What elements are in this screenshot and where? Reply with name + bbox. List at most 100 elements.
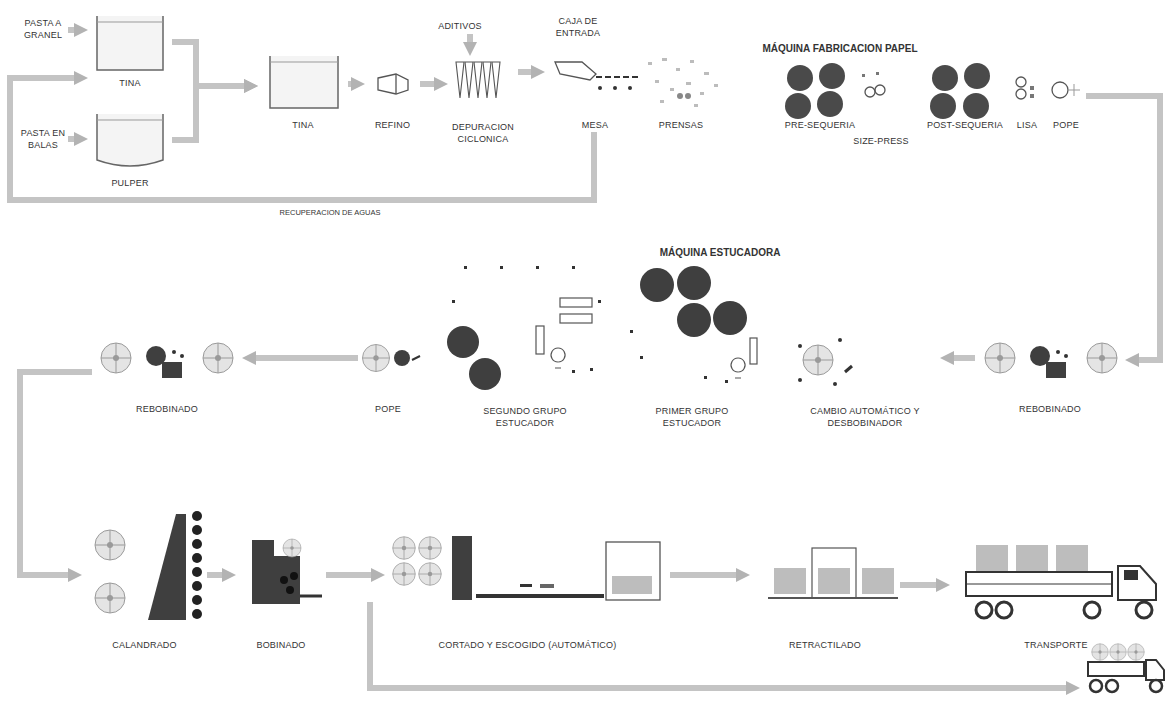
- stage-name: REBOBINADO: [136, 403, 198, 415]
- process-stage: PRIMER GRUPO ESTUCADOR: [622, 262, 762, 430]
- pulper-icon: [97, 114, 163, 166]
- rewinder-icon: [101, 343, 233, 378]
- process-stage: TINA: [88, 10, 172, 90]
- stage-name: PASTA A GRANEL: [20, 17, 66, 41]
- process-stage: REBOBINADO: [975, 330, 1125, 416]
- sheeter-icon: [393, 536, 660, 600]
- stage-name: DEPURACION CICLONICA: [450, 121, 516, 145]
- process-stage: CORTADO Y ESCOGIDO (AUTOMÁTICO): [385, 510, 670, 652]
- stage-label: CALANDRADO: [112, 639, 177, 651]
- stage-label: PASTA A GRANEL: [20, 17, 66, 41]
- stage-label: CORTADO Y ESCOGIDO (AUTOMÁTICO): [439, 639, 617, 651]
- stage-label: MESA: [582, 119, 608, 131]
- flow-arrow: [20, 372, 92, 575]
- stage-name: CALANDRADO: [112, 639, 177, 651]
- stage-name: PASTA EN BALAS: [20, 127, 66, 151]
- stage-name: POPE: [1053, 119, 1079, 131]
- flow-arrow: [326, 572, 371, 578]
- rewinder-icon: [985, 343, 1117, 378]
- process-stage: DEPURACION CICLONICA: [448, 56, 518, 146]
- stage-label: PASTA EN BALAS: [20, 127, 66, 151]
- calender-rolls: [1016, 77, 1034, 99]
- stage-label: PULPER: [111, 177, 148, 189]
- stage-label: POST-SEQUERIA: [927, 119, 1003, 131]
- stage-label: REBOBINADO: [1019, 403, 1081, 415]
- stage-name: PULPER: [111, 177, 148, 189]
- flow-arrow: [518, 69, 531, 75]
- process-stage: TINA: [258, 50, 348, 132]
- stage-name: TRANSPORTE: [1024, 639, 1087, 651]
- stage-name: BOBINADO: [256, 639, 305, 651]
- dryer-cylinders: [785, 63, 845, 119]
- stage-name: CORTADO Y ESCOGIDO (AUTOMÁTICO): [439, 639, 617, 651]
- edge-label: RECUPERACION DE AGUAS: [278, 208, 383, 217]
- stage-label: REBOBINADO: [136, 403, 198, 415]
- flow-arrow: [420, 81, 434, 87]
- flow-arrow: [370, 602, 1066, 688]
- stage-label: CAMBIO AUTOMÁTICO Y DESBOBINADOR: [809, 405, 921, 429]
- size-press-rolls: [862, 72, 885, 97]
- stage-label: SEGUNDO GRUPO ESTUCADOR: [477, 405, 573, 429]
- process-stage: SIZE-PRESS: [845, 133, 917, 149]
- process-stage: PRENSAS: [640, 56, 722, 132]
- stage-name: PRENSAS: [659, 119, 703, 131]
- stage-label: PRIMER GRUPO ESTUCADOR: [646, 405, 738, 429]
- stage-label: POPE: [375, 403, 401, 415]
- section-heading: MÁQUINA FABRICACION PAPEL: [763, 43, 918, 54]
- process-stage: POPE: [358, 338, 418, 416]
- flow-arrow: [207, 572, 222, 578]
- flow-arrow: [900, 582, 936, 588]
- press-felts: [648, 58, 718, 107]
- stage-name: CAMBIO AUTOMÁTICO Y DESBOBINADOR: [809, 405, 921, 429]
- process-stage: CAMBIO AUTOMÁTICO Y DESBOBINADOR: [790, 330, 940, 430]
- stage-name: REBOBINADO: [1019, 403, 1081, 415]
- stage-name: SIZE-PRESS: [853, 135, 909, 147]
- process-stage: PASTA EN BALAS: [18, 116, 68, 162]
- tank-icon: [270, 56, 338, 108]
- stage-name: MESA: [582, 119, 608, 131]
- process-stage: REBOBINADO: [92, 330, 242, 416]
- stage-label: TINA: [292, 119, 313, 131]
- flow-arrow: [256, 355, 358, 361]
- stage-name: POST-SEQUERIA: [927, 119, 1003, 131]
- stage-name: POPE: [375, 403, 401, 415]
- stage-label: LISA: [1017, 119, 1037, 131]
- stage-name: REFINO: [375, 119, 410, 131]
- stage-label: PRENSAS: [659, 119, 703, 131]
- flow-arrow: [1086, 96, 1160, 360]
- flow-arrow: [172, 42, 244, 86]
- stage-label: DEPURACION CICLONICA: [450, 121, 516, 145]
- stage-label: POPE: [1053, 119, 1079, 131]
- process-stage: REFINO: [365, 66, 420, 132]
- headbox-icon: [555, 62, 640, 90]
- process-stage: TRANSPORTE: [950, 530, 1162, 652]
- pope-reel: [1052, 82, 1080, 98]
- unwinder-icon: [798, 338, 852, 386]
- process-stage: PASTA A GRANEL: [18, 6, 68, 52]
- process-stage: POPE: [1046, 66, 1086, 132]
- flow-arrow: [10, 78, 594, 200]
- process-stage: LISA: [1010, 66, 1044, 132]
- flow-arrow: [467, 34, 473, 42]
- stage-name: PRIMER GRUPO ESTUCADOR: [646, 405, 738, 429]
- stage-name: CAJA DE ENTRADA: [550, 15, 606, 39]
- refiner-icon: [378, 74, 408, 94]
- stage-label: REFINO: [375, 119, 410, 131]
- stage-name: RETRACTILADO: [789, 639, 861, 651]
- dryer-cylinders: [930, 63, 990, 119]
- process-stage: BOBINADO: [236, 520, 326, 652]
- flow-arrow: [172, 86, 244, 140]
- stage-label: SIZE-PRESS: [853, 135, 909, 147]
- stage-label: TRANSPORTE: [1024, 639, 1087, 651]
- process-stage: SEGUNDO GRUPO ESTUCADOR: [445, 262, 605, 430]
- process-stage: POST-SEQUERIA: [920, 56, 1010, 132]
- stage-label: BOBINADO: [256, 639, 305, 651]
- process-stage: RETRACTILADO: [750, 540, 900, 652]
- cyclone-icon: [456, 62, 500, 98]
- stage-name: SEGUNDO GRUPO ESTUCADOR: [477, 405, 573, 429]
- process-stage: MESA: [570, 92, 620, 132]
- pope-reel: [363, 345, 421, 372]
- truck-icon: [966, 545, 1156, 618]
- process-stage: ADITIVOS: [425, 18, 495, 34]
